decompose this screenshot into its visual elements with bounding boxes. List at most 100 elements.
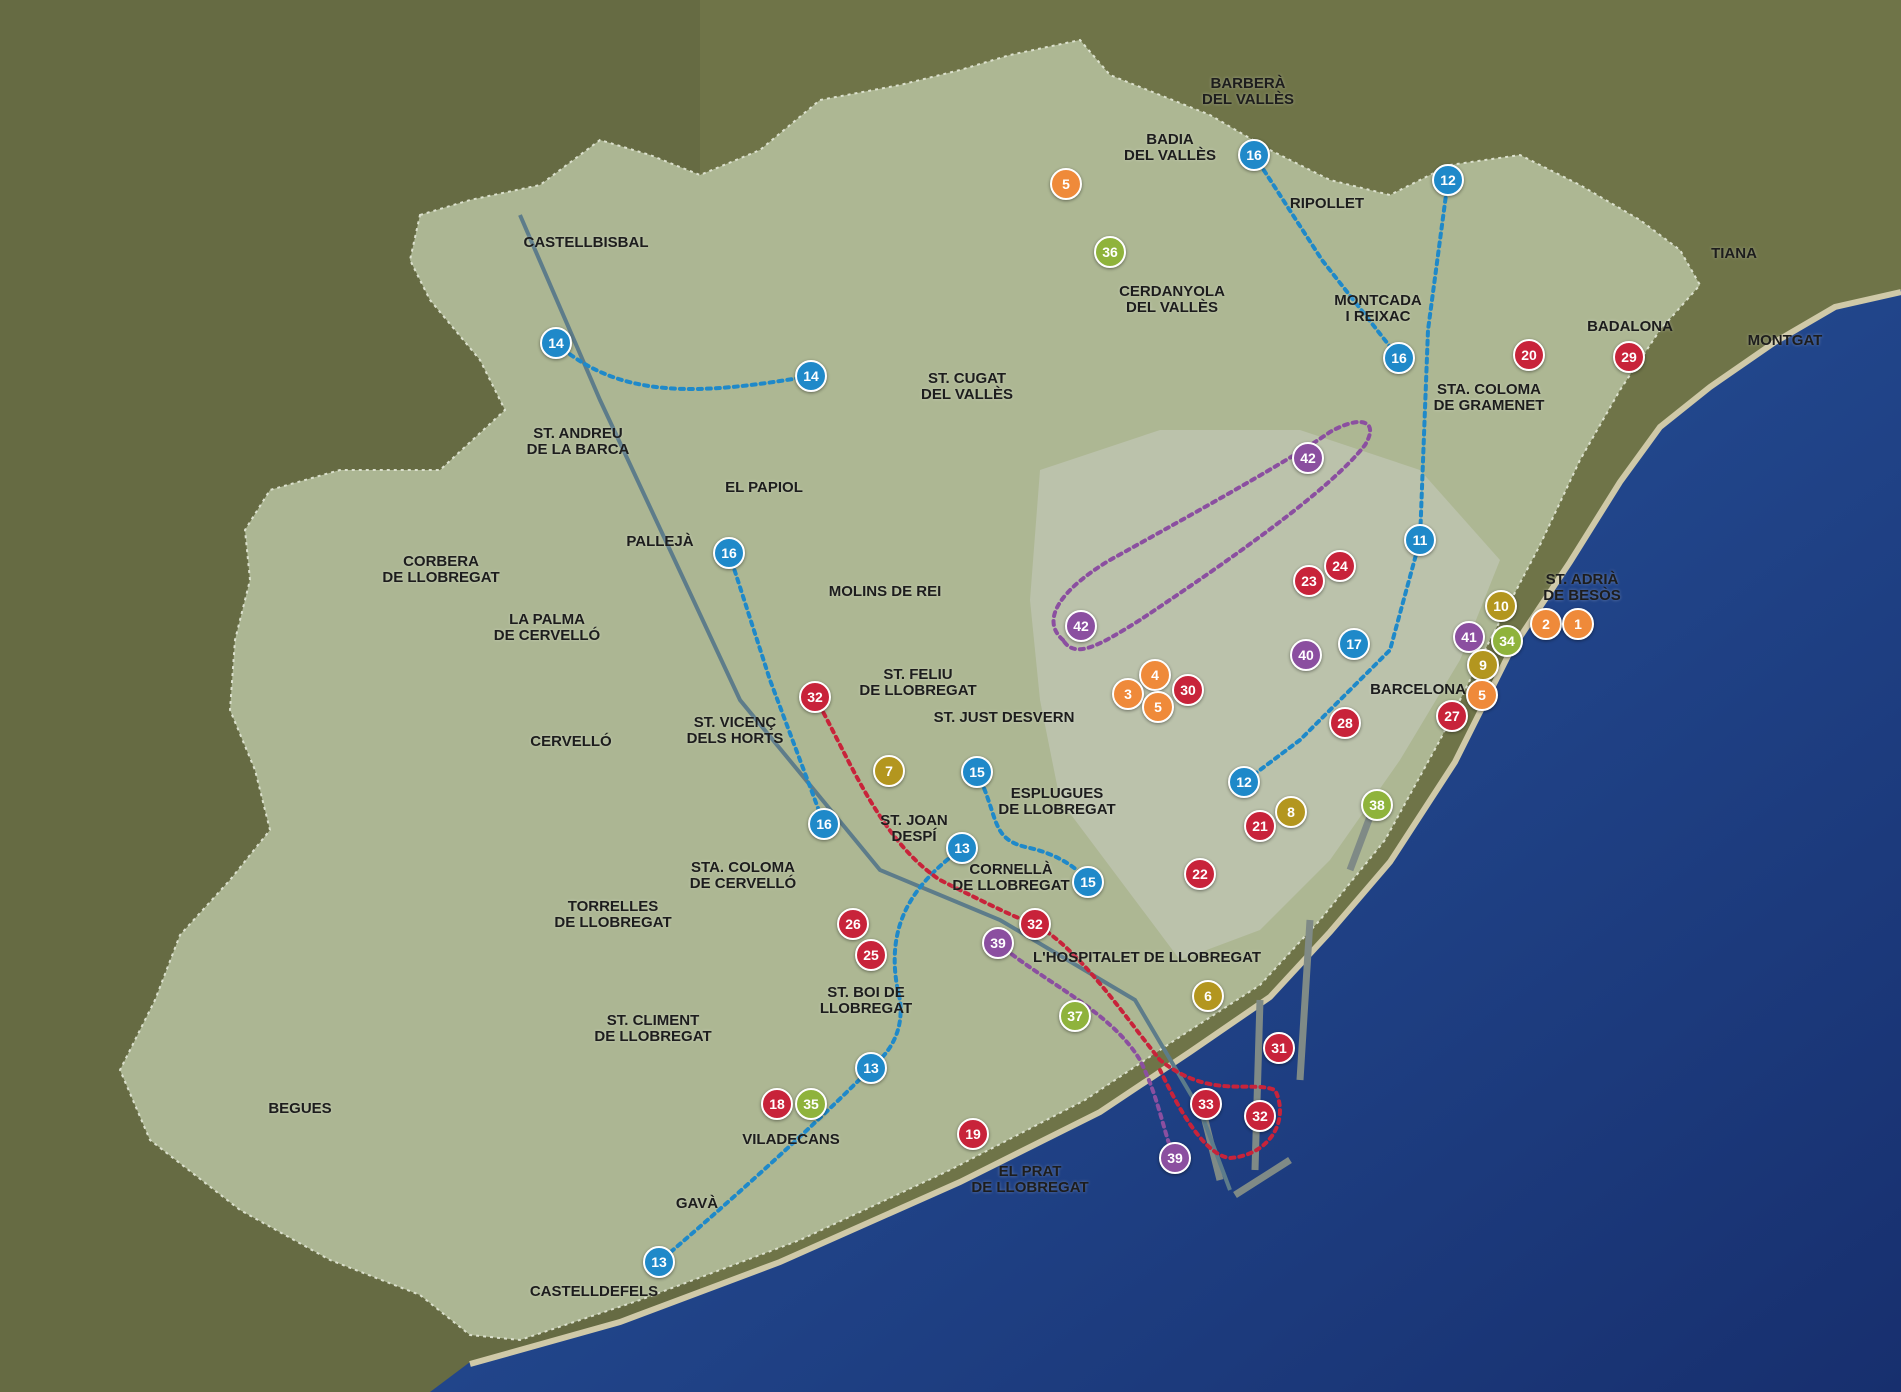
project-marker-39[interactable]: 39 — [1159, 1142, 1191, 1174]
project-marker-42[interactable]: 42 — [1292, 442, 1324, 474]
route-marker-15[interactable]: 15 — [1072, 866, 1104, 898]
project-marker-23[interactable]: 23 — [1293, 565, 1325, 597]
route-marker-16[interactable]: 16 — [808, 808, 840, 840]
project-marker-6[interactable]: 6 — [1192, 980, 1224, 1012]
project-marker-28[interactable]: 28 — [1329, 707, 1361, 739]
place-label: STA. COLOMA DE CERVELLÓ — [689, 859, 797, 892]
project-marker-29[interactable]: 29 — [1613, 341, 1645, 373]
project-marker-42[interactable]: 42 — [1065, 610, 1097, 642]
place-label: ST. FELIU DE LLOBREGAT — [859, 666, 977, 699]
route-marker-16[interactable]: 16 — [713, 537, 745, 569]
project-marker-32[interactable]: 32 — [1244, 1100, 1276, 1132]
place-label: TORRELLES DE LLOBREGAT — [554, 898, 672, 931]
project-marker-5[interactable]: 5 — [1466, 679, 1498, 711]
place-label: L'HOSPITALET DE LLOBREGAT — [1032, 949, 1262, 966]
route-marker-12[interactable]: 12 — [1228, 766, 1260, 798]
place-label: TIANA — [1711, 245, 1757, 262]
project-marker-24[interactable]: 24 — [1324, 550, 1356, 582]
place-label: CASTELLBISBAL — [523, 234, 649, 251]
route-marker-17[interactable]: 17 — [1338, 628, 1370, 660]
place-label: BEGUES — [268, 1100, 332, 1117]
project-marker-1[interactable]: 1 — [1562, 608, 1594, 640]
route-marker-16[interactable]: 16 — [1383, 342, 1415, 374]
coastline — [469, 289, 1901, 1367]
project-marker-36[interactable]: 36 — [1094, 236, 1126, 268]
place-label: LA PALMA DE CERVELLÓ — [493, 611, 601, 644]
urban-core — [1030, 430, 1500, 960]
llobregat-river — [518, 214, 1232, 1191]
project-marker-27[interactable]: 27 — [1436, 700, 1468, 732]
project-marker-4[interactable]: 4 — [1139, 659, 1171, 691]
project-marker-32[interactable]: 32 — [799, 681, 831, 713]
place-label: CERDANYOLA DEL VALLÈS — [1119, 283, 1225, 316]
place-label: ST. CLIMENT DE LLOBREGAT — [594, 1012, 712, 1045]
place-label: CORBERA DE LLOBREGAT — [382, 553, 500, 586]
project-marker-22[interactable]: 22 — [1184, 858, 1216, 890]
place-label: ST. BOI DE LLOBREGAT — [819, 984, 913, 1017]
route-marker-14[interactable]: 14 — [795, 360, 827, 392]
place-label: STA. COLOMA DE GRAMENET — [1433, 381, 1545, 414]
project-marker-34[interactable]: 34 — [1491, 625, 1523, 657]
place-label: CASTELLDEFELS — [529, 1283, 659, 1300]
project-marker-26[interactable]: 26 — [837, 908, 869, 940]
place-label: VILADECANS — [742, 1131, 840, 1148]
project-marker-10[interactable]: 10 — [1485, 590, 1517, 622]
port-piers — [1196, 788, 1384, 1198]
project-marker-39[interactable]: 39 — [982, 927, 1014, 959]
place-label: ST. CUGAT DEL VALLÈS — [921, 370, 1013, 403]
project-marker-38[interactable]: 38 — [1361, 789, 1393, 821]
project-marker-37[interactable]: 37 — [1059, 1000, 1091, 1032]
project-marker-41[interactable]: 41 — [1453, 621, 1485, 653]
route-marker-16[interactable]: 16 — [1238, 139, 1270, 171]
project-marker-33[interactable]: 33 — [1190, 1088, 1222, 1120]
place-label: CORNELLÀ DE LLOBREGAT — [952, 861, 1070, 894]
place-label: BARCELONA — [1370, 681, 1466, 698]
route-39 — [996, 941, 1177, 1160]
project-marker-8[interactable]: 8 — [1275, 796, 1307, 828]
project-marker-32[interactable]: 32 — [1019, 908, 1051, 940]
place-label: BADALONA — [1587, 318, 1673, 335]
route-marker-14[interactable]: 14 — [540, 327, 572, 359]
route-14 — [554, 341, 813, 391]
place-label: BADIA DEL VALLÈS — [1124, 131, 1216, 164]
route-marker-11[interactable]: 11 — [1404, 524, 1436, 556]
place-label: ST. JUST DESVERN — [933, 709, 1075, 726]
route-13 — [657, 846, 964, 1264]
place-label: ST. ADRIÀ DE BESÒS — [1543, 571, 1621, 604]
project-marker-5[interactable]: 5 — [1142, 691, 1174, 723]
project-marker-20[interactable]: 20 — [1513, 339, 1545, 371]
project-marker-7[interactable]: 7 — [873, 755, 905, 787]
project-marker-40[interactable]: 40 — [1290, 639, 1322, 671]
route-marker-13[interactable]: 13 — [946, 832, 978, 864]
project-marker-35[interactable]: 35 — [795, 1088, 827, 1120]
route-12-11 — [1242, 178, 1450, 784]
route-marker-13[interactable]: 13 — [643, 1246, 675, 1278]
project-marker-21[interactable]: 21 — [1244, 810, 1276, 842]
project-marker-18[interactable]: 18 — [761, 1088, 793, 1120]
project-marker-25[interactable]: 25 — [855, 939, 887, 971]
metro-area — [118, 38, 1702, 1342]
place-label: ST. ANDREU DE LA BARCA — [526, 425, 630, 458]
project-marker-3[interactable]: 3 — [1112, 678, 1144, 710]
project-marker-2[interactable]: 2 — [1530, 608, 1562, 640]
place-label: CERVELLÓ — [530, 733, 612, 750]
route-42-loop — [1051, 420, 1372, 652]
project-marker-9[interactable]: 9 — [1467, 649, 1499, 681]
project-marker-31[interactable]: 31 — [1263, 1032, 1295, 1064]
project-marker-5[interactable]: 5 — [1050, 168, 1082, 200]
place-label: EL PRAT DE LLOBREGAT — [971, 1163, 1089, 1196]
route-marker-13[interactable]: 13 — [855, 1052, 887, 1084]
route-16-north — [1252, 153, 1401, 360]
project-marker-30[interactable]: 30 — [1172, 674, 1204, 706]
place-label: RIPOLLET — [1289, 195, 1365, 212]
route-marker-12[interactable]: 12 — [1432, 164, 1464, 196]
place-label: MONTGAT — [1747, 332, 1823, 349]
place-label: ESPLUGUES DE LLOBREGAT — [998, 785, 1116, 818]
route-marker-15[interactable]: 15 — [961, 756, 993, 788]
place-label: GAVÀ — [675, 1195, 719, 1212]
route-lines — [554, 153, 1450, 1264]
project-marker-19[interactable]: 19 — [957, 1118, 989, 1150]
route-16-west — [727, 551, 826, 826]
